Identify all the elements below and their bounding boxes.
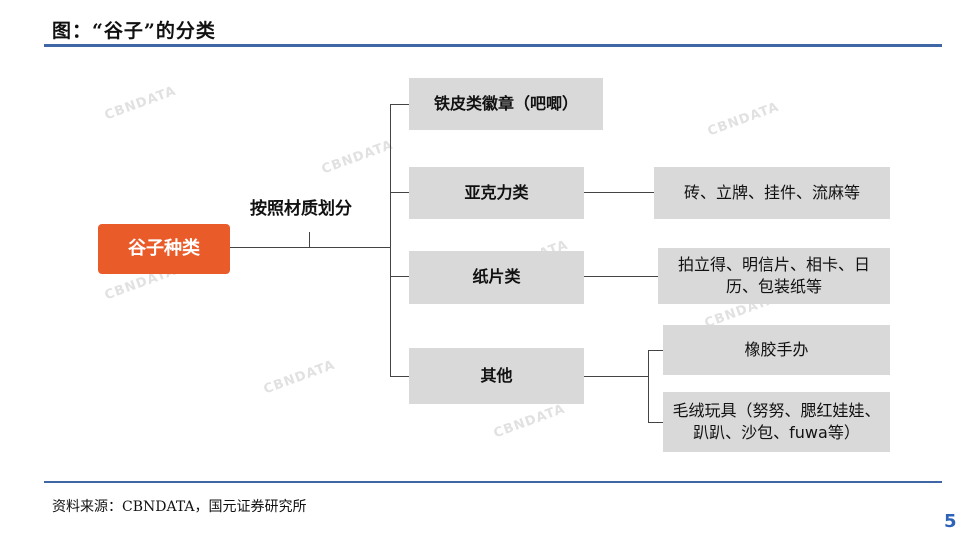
label-tick: [309, 232, 310, 247]
header-divider: [44, 44, 942, 47]
trunk-line: [390, 104, 391, 376]
category-node-acrylic: 亚克力类: [409, 167, 584, 219]
branch-connector: [390, 192, 409, 193]
page-number: 5: [944, 511, 957, 532]
source-note: 资料来源：CBNDATA，国元证券研究所: [52, 499, 307, 515]
branch-connector: [390, 376, 409, 377]
watermark: CBNDATA: [102, 83, 179, 124]
watermark: CBNDATA: [319, 137, 396, 178]
category-node-paper: 纸片类: [409, 251, 584, 304]
watermark: CBNDATA: [261, 357, 338, 398]
example-node-figure: 橡胶手办: [663, 325, 890, 375]
branch-connector: [390, 104, 409, 105]
page-title: 图：“谷子”的分类: [52, 20, 216, 42]
leaf-connector: [584, 276, 658, 277]
branch-label: 按照材质划分: [250, 199, 352, 219]
leaf-connector: [648, 350, 663, 351]
leaf-connector: [584, 376, 648, 377]
watermark: CBNDATA: [491, 401, 568, 442]
example-node-paper: 拍立得、明信片、相卡、日历、包装纸等: [658, 248, 890, 304]
watermark: CBNDATA: [705, 99, 782, 140]
category-node-badge: 铁皮类徽章（吧唧）: [409, 78, 603, 130]
example-node-plush: 毛绒玩具（努努、腮红娃娃、趴趴、沙包、fuwa等）: [663, 392, 890, 452]
leaf-connector: [648, 422, 663, 423]
footer-divider: [44, 481, 942, 483]
root-node: 谷子种类: [98, 224, 230, 274]
leaf-connector: [584, 192, 654, 193]
branch-connector: [390, 276, 409, 277]
category-node-other: 其他: [409, 348, 584, 404]
root-connector: [230, 247, 390, 248]
example-node-acrylic: 砖、立牌、挂件、流麻等: [654, 167, 890, 219]
leaf-fork-line: [648, 350, 649, 422]
